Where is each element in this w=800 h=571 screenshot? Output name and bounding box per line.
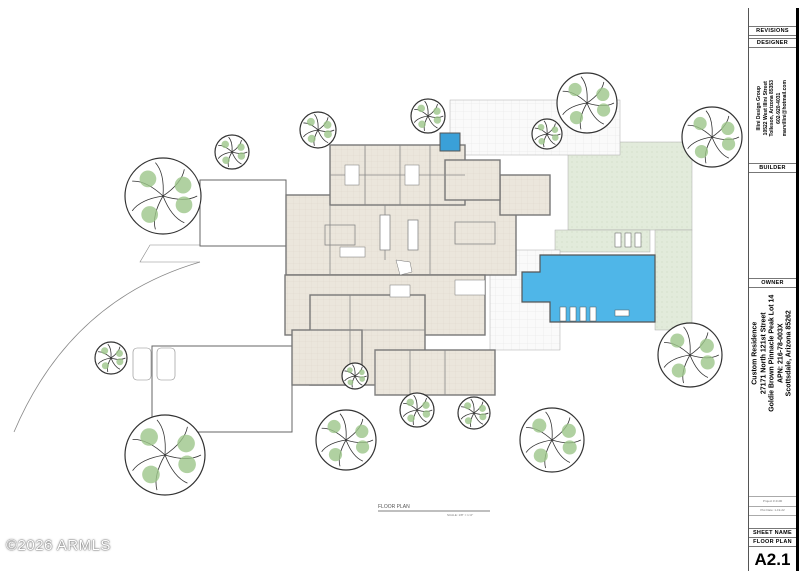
designer-phone: 602-920-4031 (775, 92, 782, 124)
garage-south (151, 345, 293, 433)
interior-walls (310, 145, 496, 395)
watermark: ©2026 ARMLS (6, 537, 111, 554)
pool-loungers (559, 232, 642, 322)
builder-header: BUILDER (749, 163, 796, 173)
plot-date: Plot Date: 1-19-22 (749, 506, 796, 516)
spa (439, 132, 461, 152)
designer-info: Illini Design Group 10522 West Illini St… (749, 48, 796, 168)
swimming-pool (521, 254, 656, 323)
project-number: Project # 2100 (749, 496, 796, 507)
tree (556, 72, 618, 134)
owner-info: Custom Residence 27171 North 121st Stree… (749, 293, 796, 413)
parked-cars (132, 347, 176, 381)
driveway-edge (13, 261, 201, 433)
tree (214, 134, 250, 170)
tree (410, 98, 446, 134)
tree (299, 111, 337, 149)
project-apn: APN: 216-78-003X (776, 323, 784, 383)
tree (531, 118, 563, 150)
floor-plan-drawing (13, 72, 743, 512)
tree (124, 157, 202, 235)
project-name: Custom Residence (751, 321, 759, 385)
designer-header: DESIGNER (749, 38, 796, 48)
designer-street: 10522 West Illini Street (762, 80, 769, 136)
tree (341, 362, 369, 390)
sheet-number: A2.1 (754, 550, 791, 569)
tree (681, 106, 743, 168)
title-block: REVISIONS DESIGNER Illini Design Group 1… (748, 8, 799, 571)
designer-city: Tolleson, Arizona 85353 (769, 79, 776, 137)
tree (94, 341, 128, 375)
project-street: 27171 North 121st Street (759, 312, 767, 394)
designer-name: Illini Design Group (756, 85, 763, 131)
tree (457, 396, 491, 430)
tree (519, 407, 585, 473)
tree (399, 392, 435, 428)
furniture (339, 164, 486, 298)
project-city: Scottsdale, Arizona 85262 (785, 309, 793, 397)
owner-header: OWNER (749, 278, 796, 288)
plan-title: FLOOR PLAN (378, 504, 410, 510)
tree (315, 409, 377, 471)
landscape-trees (94, 72, 743, 496)
garage-north (199, 179, 287, 247)
sheet-name: FLOOR PLAN (749, 538, 796, 547)
tree (657, 322, 723, 388)
sheet-name-header: SHEET NAME (749, 528, 796, 538)
tree (124, 414, 206, 496)
revisions-header: REVISIONS (749, 26, 796, 36)
project-lot: Goldie Brown Pinnacle Peak Lot 14 (768, 294, 776, 412)
plan-scale: SCALE: 1/8" = 1'-0" (447, 513, 474, 517)
designer-email: marvillini@hotmail.com (782, 79, 789, 137)
